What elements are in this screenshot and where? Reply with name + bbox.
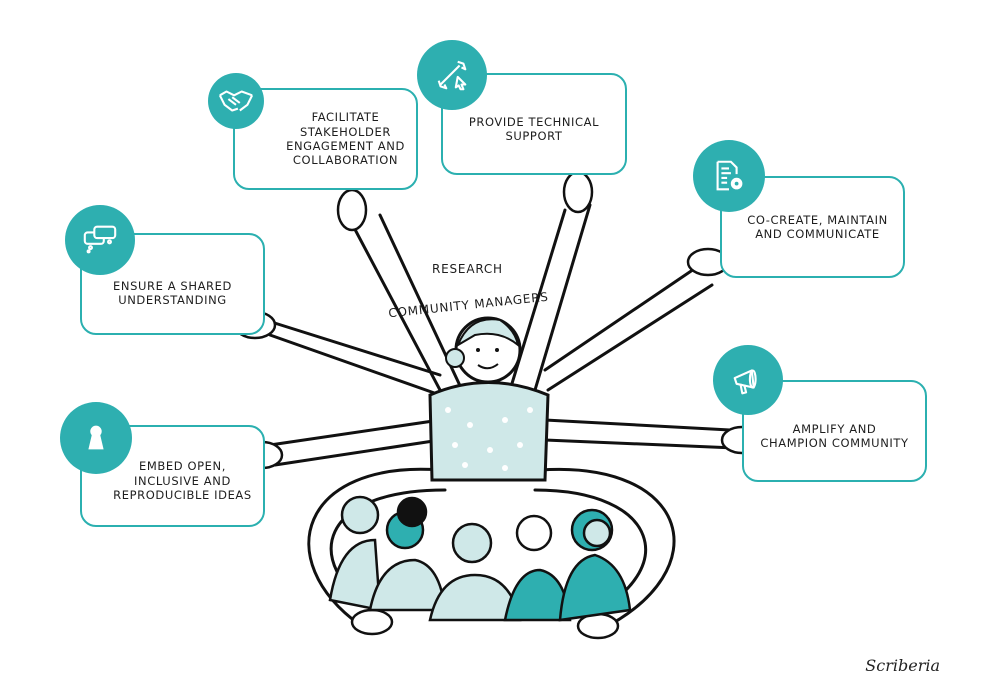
- handshake-icon: [208, 73, 264, 129]
- title-line-1: Research: [432, 262, 503, 276]
- role-box-technical: Provide technical support: [441, 73, 627, 175]
- role-label: Facilitate stakeholder engagement and co…: [286, 110, 405, 168]
- keyhole-icon: [60, 402, 132, 474]
- role-box-embed: Embed open, inclusive and reproducible i…: [80, 425, 265, 527]
- megaphone-icon: [713, 345, 783, 415]
- role-label: Co-create, maintain and communicate: [747, 212, 888, 241]
- arm-up-left: [348, 218, 442, 392]
- central-figure: [428, 316, 550, 482]
- community-group: [328, 495, 632, 622]
- speech-bubbles-icon: [65, 205, 135, 275]
- role-box-stakeholder: Facilitate stakeholder engagement and co…: [233, 88, 418, 190]
- role-label: Amplify and champion community: [760, 421, 909, 450]
- role-label: Provide technical support: [468, 114, 600, 143]
- wrench-cursor-icon: [417, 40, 487, 110]
- role-box-cocreate: Co-create, maintain and communicate: [720, 176, 905, 278]
- role-box-shared: Ensure a shared understanding: [80, 233, 265, 335]
- document-gear-icon: [693, 140, 765, 212]
- signature: Scriberia: [865, 656, 940, 675]
- role-label: Embed open, inclusive and reproducible i…: [113, 459, 252, 503]
- role-label: Ensure a shared understanding: [113, 278, 232, 307]
